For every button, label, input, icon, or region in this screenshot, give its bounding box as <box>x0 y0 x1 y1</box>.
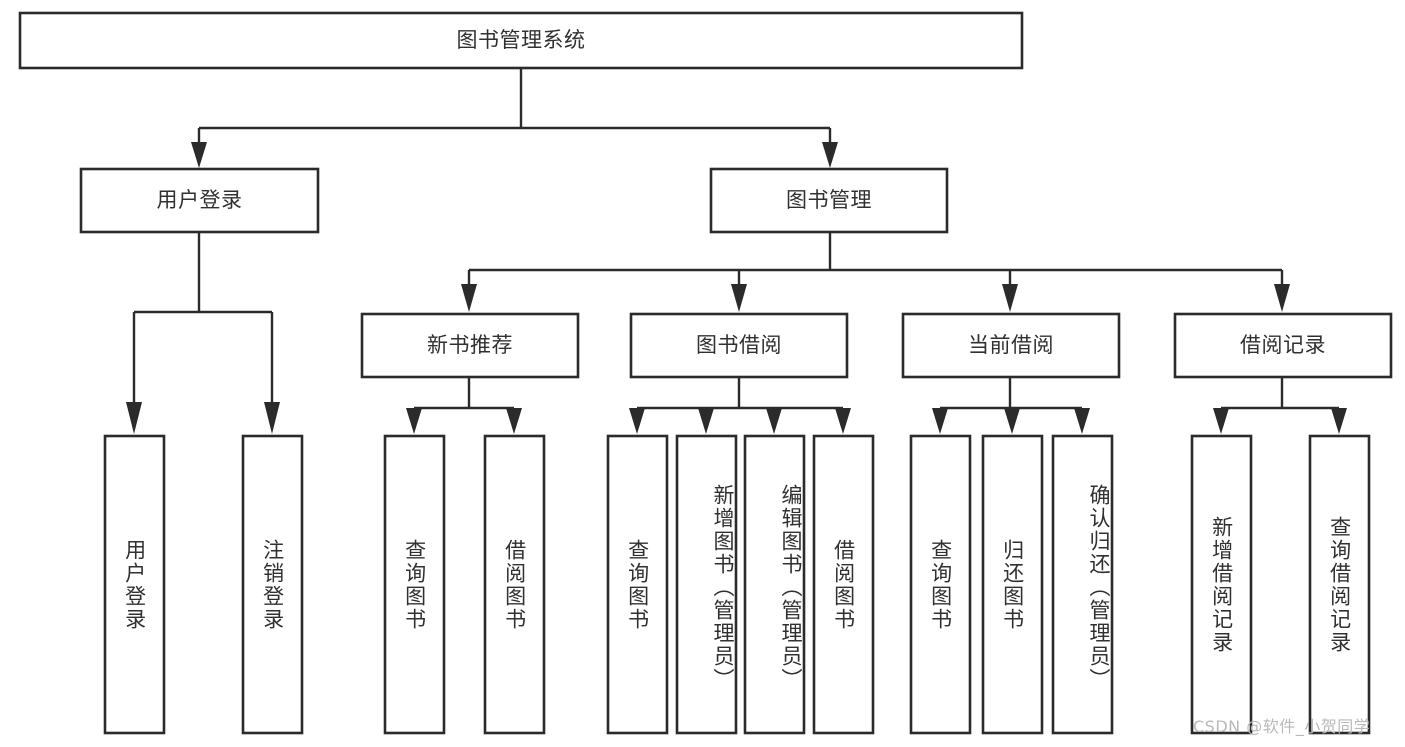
arrow-head-leaf-return-book <box>1004 408 1020 434</box>
arrow-head-leaf-confirm-return <box>1074 408 1090 434</box>
node-box-user-login[interactable] <box>79 167 320 234</box>
node-box-leaf-query-book-3[interactable] <box>909 434 972 735</box>
arrow-head-leaf-logout <box>264 402 280 434</box>
csdn-watermark: CSDN @软件_小贺同学 <box>1193 717 1371 736</box>
node-box-leaf-add-book[interactable] <box>675 434 738 735</box>
arrow-head-leaf-query-book-3 <box>932 408 948 434</box>
node-box-leaf-return-book[interactable] <box>981 434 1044 735</box>
arrow-head-current-borrow <box>1002 284 1018 312</box>
arrow-head-leaf-query-book-1 <box>406 408 422 434</box>
node-box-leaf-user-login[interactable] <box>103 434 166 735</box>
node-box-leaf-query-record[interactable] <box>1308 434 1371 735</box>
node-box-leaf-logout[interactable] <box>241 434 304 735</box>
arrow-head-leaf-add-book <box>698 408 714 434</box>
arrow-head-leaf-add-record <box>1213 408 1229 434</box>
arrow-head-book-manage <box>822 142 838 168</box>
arrow-head-new-book-rec <box>461 284 477 312</box>
node-box-current-borrow[interactable] <box>901 312 1121 379</box>
arrow-head-user-login <box>191 142 207 168</box>
node-box-leaf-edit-book[interactable] <box>743 434 806 735</box>
arrow-head-leaf-borrow-book-1 <box>506 408 522 434</box>
arrow-head-leaf-edit-book <box>766 408 782 434</box>
arrow-head-leaf-user-login <box>126 402 142 434</box>
node-box-leaf-borrow-book-2[interactable] <box>812 434 875 735</box>
arrow-head-leaf-borrow-book-2 <box>835 408 851 434</box>
node-box-leaf-query-book-1[interactable] <box>383 434 446 735</box>
arrow-head-borrow-record <box>1274 284 1290 312</box>
node-box-book-manage[interactable] <box>709 167 949 234</box>
arrow-head-leaf-query-record <box>1331 408 1347 434</box>
node-box-borrow-record[interactable] <box>1173 312 1393 379</box>
node-box-root[interactable] <box>18 11 1024 70</box>
arrow-head-book-borrow <box>731 284 747 312</box>
node-box-layer <box>18 11 1393 735</box>
arrow-head-leaf-query-book-2 <box>629 408 645 434</box>
node-box-leaf-confirm-return[interactable] <box>1051 434 1114 735</box>
node-box-book-borrow[interactable] <box>629 312 849 379</box>
node-box-new-book-rec[interactable] <box>360 312 580 379</box>
node-box-leaf-add-record[interactable] <box>1190 434 1253 735</box>
node-box-leaf-query-book-2[interactable] <box>606 434 669 735</box>
connector-layer <box>126 68 1347 434</box>
node-box-leaf-borrow-book-1[interactable] <box>483 434 546 735</box>
